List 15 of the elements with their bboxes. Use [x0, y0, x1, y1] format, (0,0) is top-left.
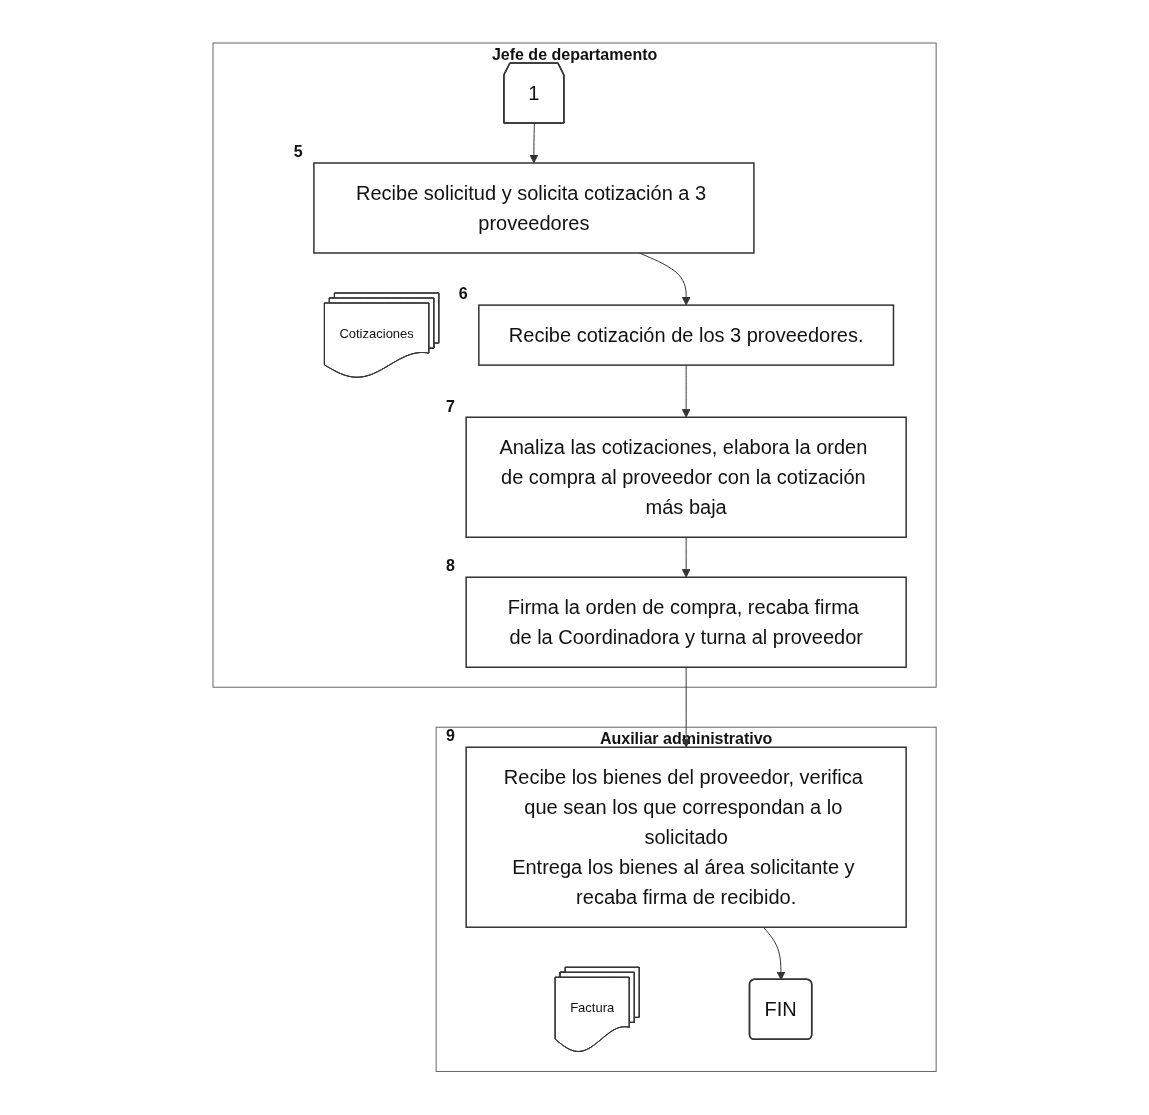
- node-box: Recibe solicitud y solicita cotización a 3 proveedores: [313, 162, 755, 254]
- step-number: 9: [446, 727, 455, 746]
- step-number: 8: [446, 557, 455, 576]
- node-box: Analiza las cotizaciones, elabora la orden de compra al proveedor con la cotización más baja: [465, 416, 907, 539]
- node-box: Recibe cotización de los 3 proveedores.: [478, 304, 895, 367]
- arrow: [681, 364, 691, 418]
- step-number: 7: [446, 397, 455, 416]
- step-number: 6: [458, 285, 468, 304]
- arrow: [762, 927, 786, 981]
- arrow: [681, 667, 691, 748]
- node-box: Recibe los bienes del proveedor, verifica que sean los que correspondan a lo solicitado Entrega los bienes al área solicitante y recaba firma de recibido.: [465, 746, 907, 929]
- arrow: [681, 537, 691, 578]
- arrow: [529, 123, 539, 164]
- step-number: 5: [293, 143, 303, 162]
- node-box: Firma la orden de compra, recaba firma de la Coordinadora y turna al proveedor: [465, 576, 907, 669]
